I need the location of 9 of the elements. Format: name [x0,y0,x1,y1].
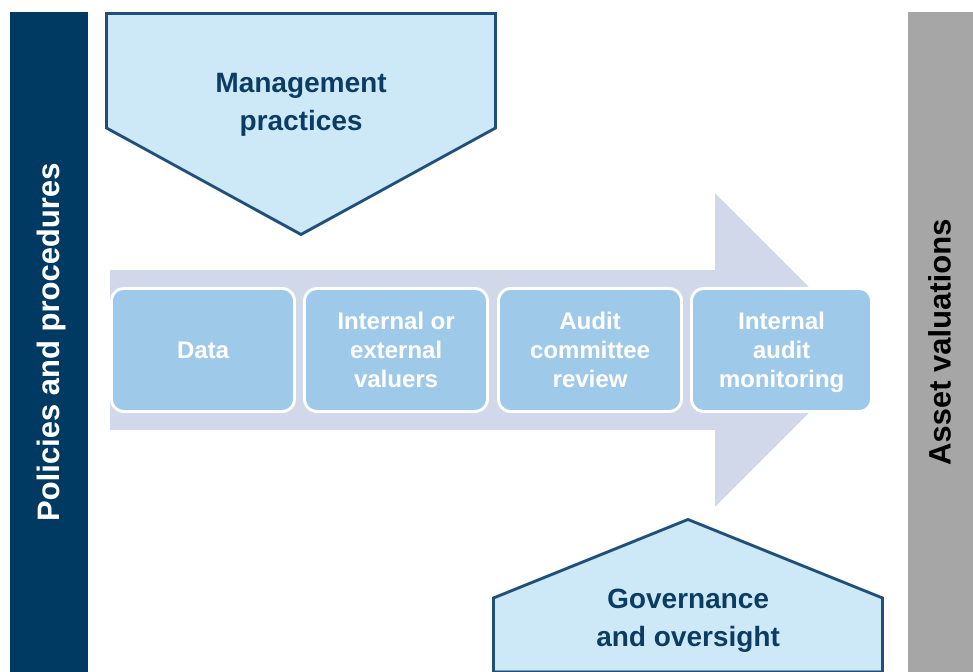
process-box: Internal audit monitoring [690,287,873,413]
side-bar: Policies and procedures [10,12,88,672]
pentagon-banner: Governance and oversight [492,518,884,672]
process-box: Internal or external valuers [303,287,489,413]
process-arrow [110,193,872,507]
process-box: Data [110,287,296,413]
process-box: Audit committee review [497,287,683,413]
pentagon-banner: Management practices [105,12,497,236]
side-bar: Asset valuations [908,12,973,672]
